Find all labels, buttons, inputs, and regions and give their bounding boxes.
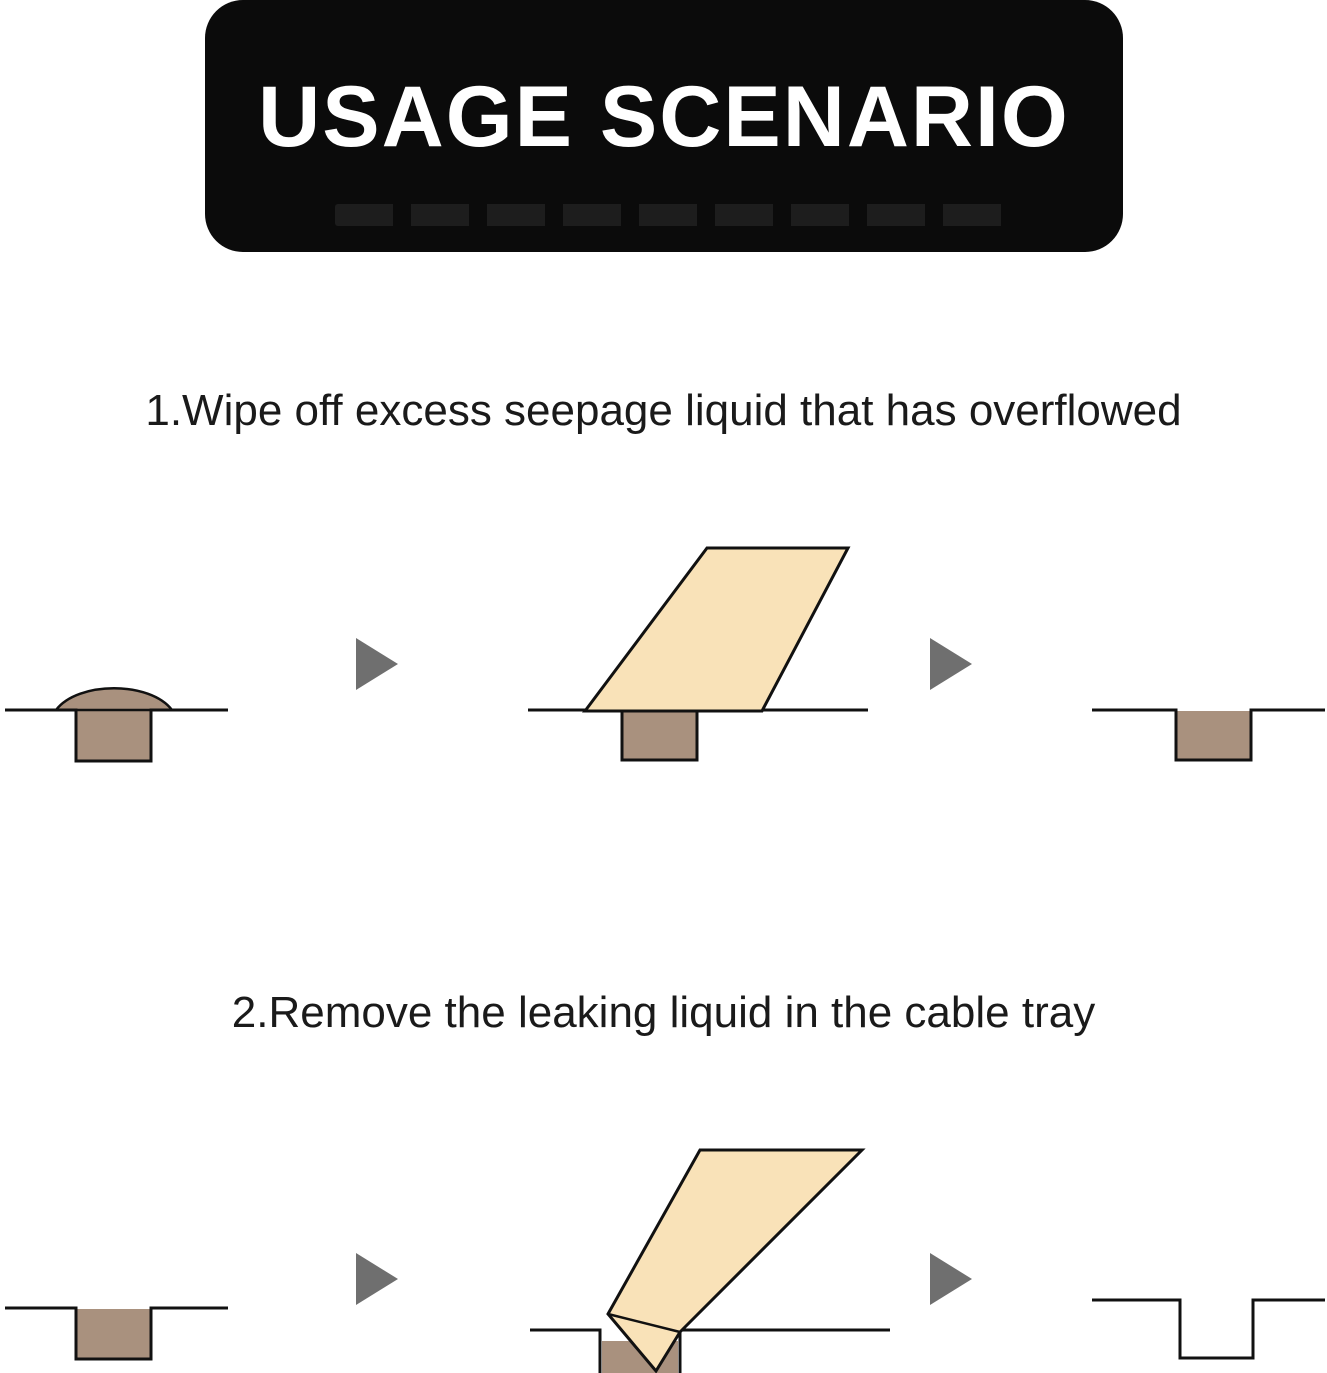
right-arrow-icon	[356, 1253, 398, 1305]
groove-liquid-flush-icon	[1092, 708, 1325, 762]
right-arrow-icon	[930, 638, 972, 690]
step-2-heading: 2.Remove the leaking liquid in the cable…	[231, 988, 1096, 1037]
groove-overflow-icon	[5, 687, 228, 763]
wiping-card-icon	[528, 546, 868, 762]
right-arrow-icon	[930, 1253, 972, 1305]
faint-subtitle-decoration	[335, 204, 1013, 226]
folded-card-scoop-icon	[530, 1148, 890, 1373]
right-arrow-icon	[356, 638, 398, 690]
step-2-diagram	[5, 1148, 1325, 1373]
page-title: USAGE SCENARIO	[258, 68, 1070, 165]
empty-groove-icon	[1092, 1298, 1325, 1360]
step-1-heading: 1.Wipe off excess seepage liquid that ha…	[145, 386, 1182, 435]
groove-filled-icon	[5, 1306, 228, 1361]
step-1-diagram	[5, 546, 1325, 763]
usage-scenario-header: USAGE SCENARIO	[205, 0, 1123, 252]
